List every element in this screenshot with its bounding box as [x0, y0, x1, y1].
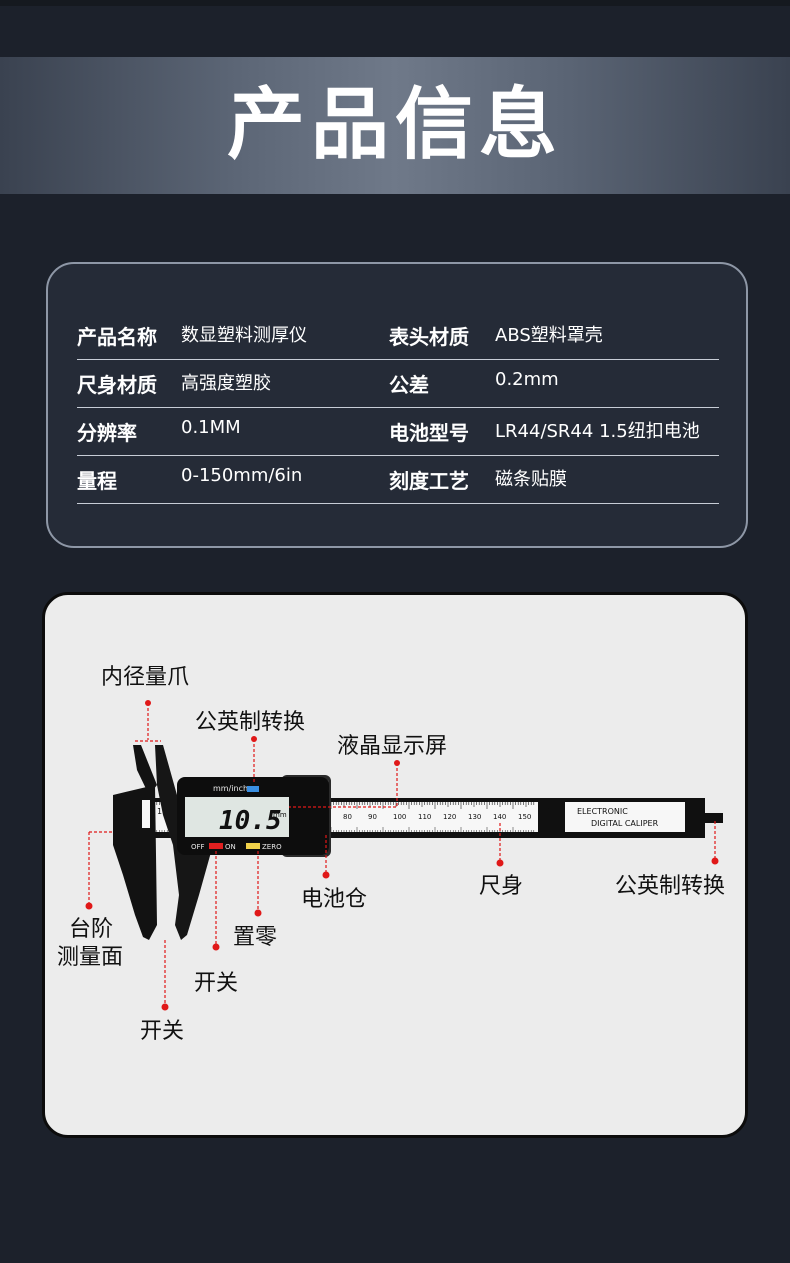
spec-label: 刻度工艺	[389, 469, 469, 493]
callout-power-2: 开关	[140, 1019, 185, 1044]
spec-label: 产品名称	[77, 325, 157, 349]
spec-row: 产品名称 数显塑料测厚仪 表头材质 ABS塑料罩壳	[77, 312, 719, 360]
brand-line-2: DIGITAL CALIPER	[591, 819, 659, 828]
scale-in-label: in	[541, 820, 547, 828]
scale-start-label: 10	[157, 807, 167, 816]
caliper-illustration: 10 80 90 100 110 120 130 140 150 mm in ELECTRON…	[85, 700, 723, 1011]
inner-jaw-fixed	[133, 745, 157, 795]
scale-tick-label: 90	[368, 813, 377, 821]
fixed-jaw	[113, 785, 157, 940]
scale-labels: 80 90 100 110 120 130 140 150	[343, 813, 531, 821]
callout-step-line1: 台阶	[69, 917, 114, 942]
lcd-screen	[185, 797, 289, 837]
spec-row: 分辨率 0.1MM 电池型号 LR44/SR44 1.5纽扣电池	[77, 408, 719, 456]
scale-tick-label: 110	[418, 813, 431, 821]
scale-tick-label: 130	[468, 813, 481, 821]
callout-zero: 置零	[233, 925, 278, 950]
spec-value: 高强度塑胶	[181, 373, 271, 394]
brand-plate	[565, 802, 685, 832]
caliper-diagram: 10 80 90 100 110 120 130 140 150 mm in ELECTRON…	[42, 592, 748, 1138]
leader-lines	[88, 703, 716, 1005]
spec-value: 0.2mm	[495, 369, 559, 390]
spec-label: 表头材质	[389, 325, 469, 349]
spec-value: 数显塑料测厚仪	[181, 325, 307, 346]
scale-tick-label: 140	[493, 813, 506, 821]
spec-row: 尺身材质 高强度塑胶 公差 0.2mm	[77, 360, 719, 408]
banner	[0, 57, 790, 194]
callout-inner-jaw: 内径量爪	[101, 665, 190, 690]
power-button	[209, 843, 223, 849]
spec-label: 尺身材质	[77, 373, 157, 397]
spec-value: 0-150mm/6in	[181, 465, 303, 486]
scale-tick-label: 100	[393, 813, 406, 821]
zero-label: ZERO	[262, 843, 282, 851]
callout-lcd: 液晶显示屏	[337, 734, 448, 759]
ruler-end-knob	[705, 813, 723, 823]
callout-ruler-body: 尺身	[479, 874, 524, 899]
scale-tick-label: 120	[443, 813, 456, 821]
brand-line-1: ELECTRONIC	[577, 807, 628, 816]
spec-label: 量程	[77, 469, 117, 493]
callout-battery: 电池仓	[301, 887, 368, 912]
lcd-reading: 10.5	[219, 806, 282, 836]
unit-switch-button	[247, 786, 259, 792]
top-strip	[0, 0, 790, 6]
unit-label: mm/inch	[213, 784, 248, 793]
fixed-jaw-window	[142, 800, 150, 828]
on-label: ON	[225, 843, 236, 851]
off-label: OFF	[191, 843, 205, 851]
spec-label: 分辨率	[77, 421, 137, 445]
spec-value: LR44/SR44 1.5纽扣电池	[495, 421, 700, 442]
scale-mm-label: mm	[538, 806, 552, 814]
spec-value: ABS塑料罩壳	[495, 325, 603, 346]
callout-step-line2: 测量面	[57, 945, 124, 970]
callout-unit-switch-top: 公英制转换	[195, 710, 306, 735]
scale-tick-label: 80	[343, 813, 352, 821]
callout-power-1: 开关	[194, 971, 239, 996]
callout-unit-switch-right: 公英制转换	[615, 874, 726, 899]
scale-tick-label: 150	[518, 813, 531, 821]
page-title: 产品信息	[226, 80, 563, 170]
callout-dots	[85, 700, 719, 1011]
spec-value: 0.1MM	[181, 417, 241, 438]
zero-button	[246, 843, 260, 849]
lcd-unit: mm	[273, 811, 287, 819]
spec-value: 磁条贴膜	[495, 469, 567, 490]
spec-row: 量程 0-150mm/6in 刻度工艺 磁条贴膜	[77, 456, 719, 504]
spec-label: 公差	[389, 373, 429, 397]
spec-label: 电池型号	[389, 421, 469, 445]
spec-table: 产品名称 数显塑料测厚仪 表头材质 ABS塑料罩壳 尺身材质 高强度塑胶 公差 …	[46, 262, 748, 548]
